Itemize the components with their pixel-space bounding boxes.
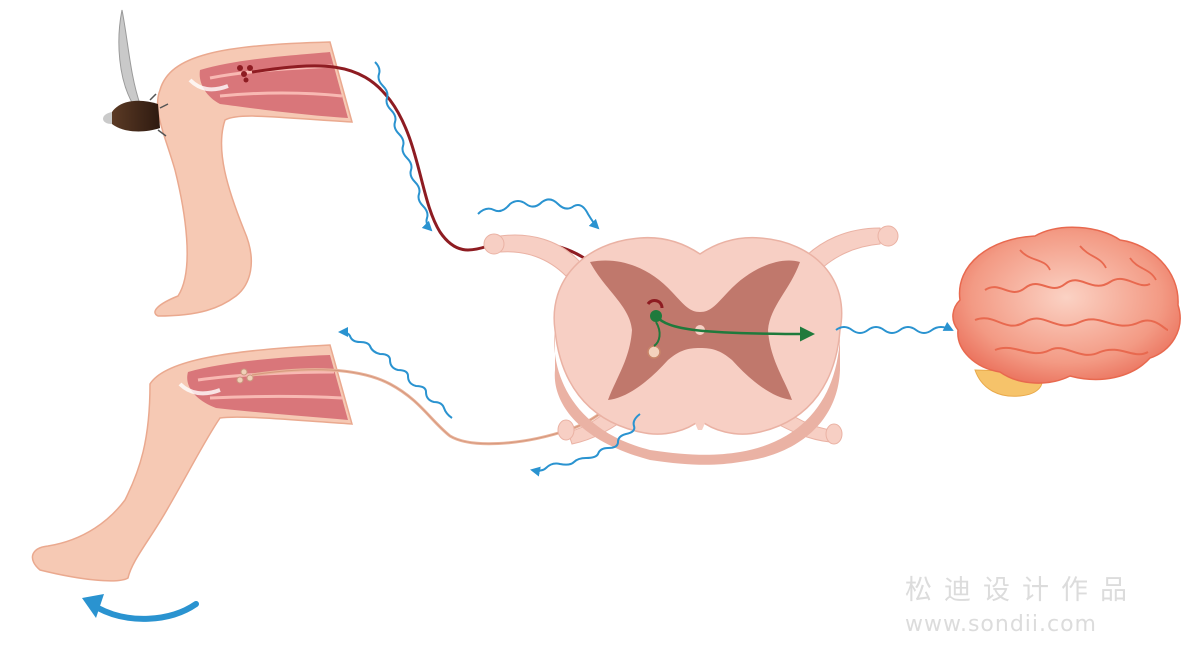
motor-end-plate xyxy=(236,368,254,384)
upper-leg xyxy=(154,41,353,317)
kick-arrow-icon xyxy=(95,601,199,622)
reflex-hammer-icon xyxy=(103,9,169,137)
interneuron-path xyxy=(655,315,815,342)
spinal-cord-icon xyxy=(483,225,899,465)
motor-neuron-body xyxy=(647,345,661,359)
brain-icon xyxy=(952,226,1181,397)
signal-waves xyxy=(338,61,954,477)
muscle-spindle-sensory xyxy=(237,65,253,83)
synapse-sensory xyxy=(646,299,664,309)
lower-leg xyxy=(31,344,354,582)
watermark-url: www.sondii.com xyxy=(905,612,1097,637)
watermark-brand: 松迪设计作品 xyxy=(905,575,1139,606)
